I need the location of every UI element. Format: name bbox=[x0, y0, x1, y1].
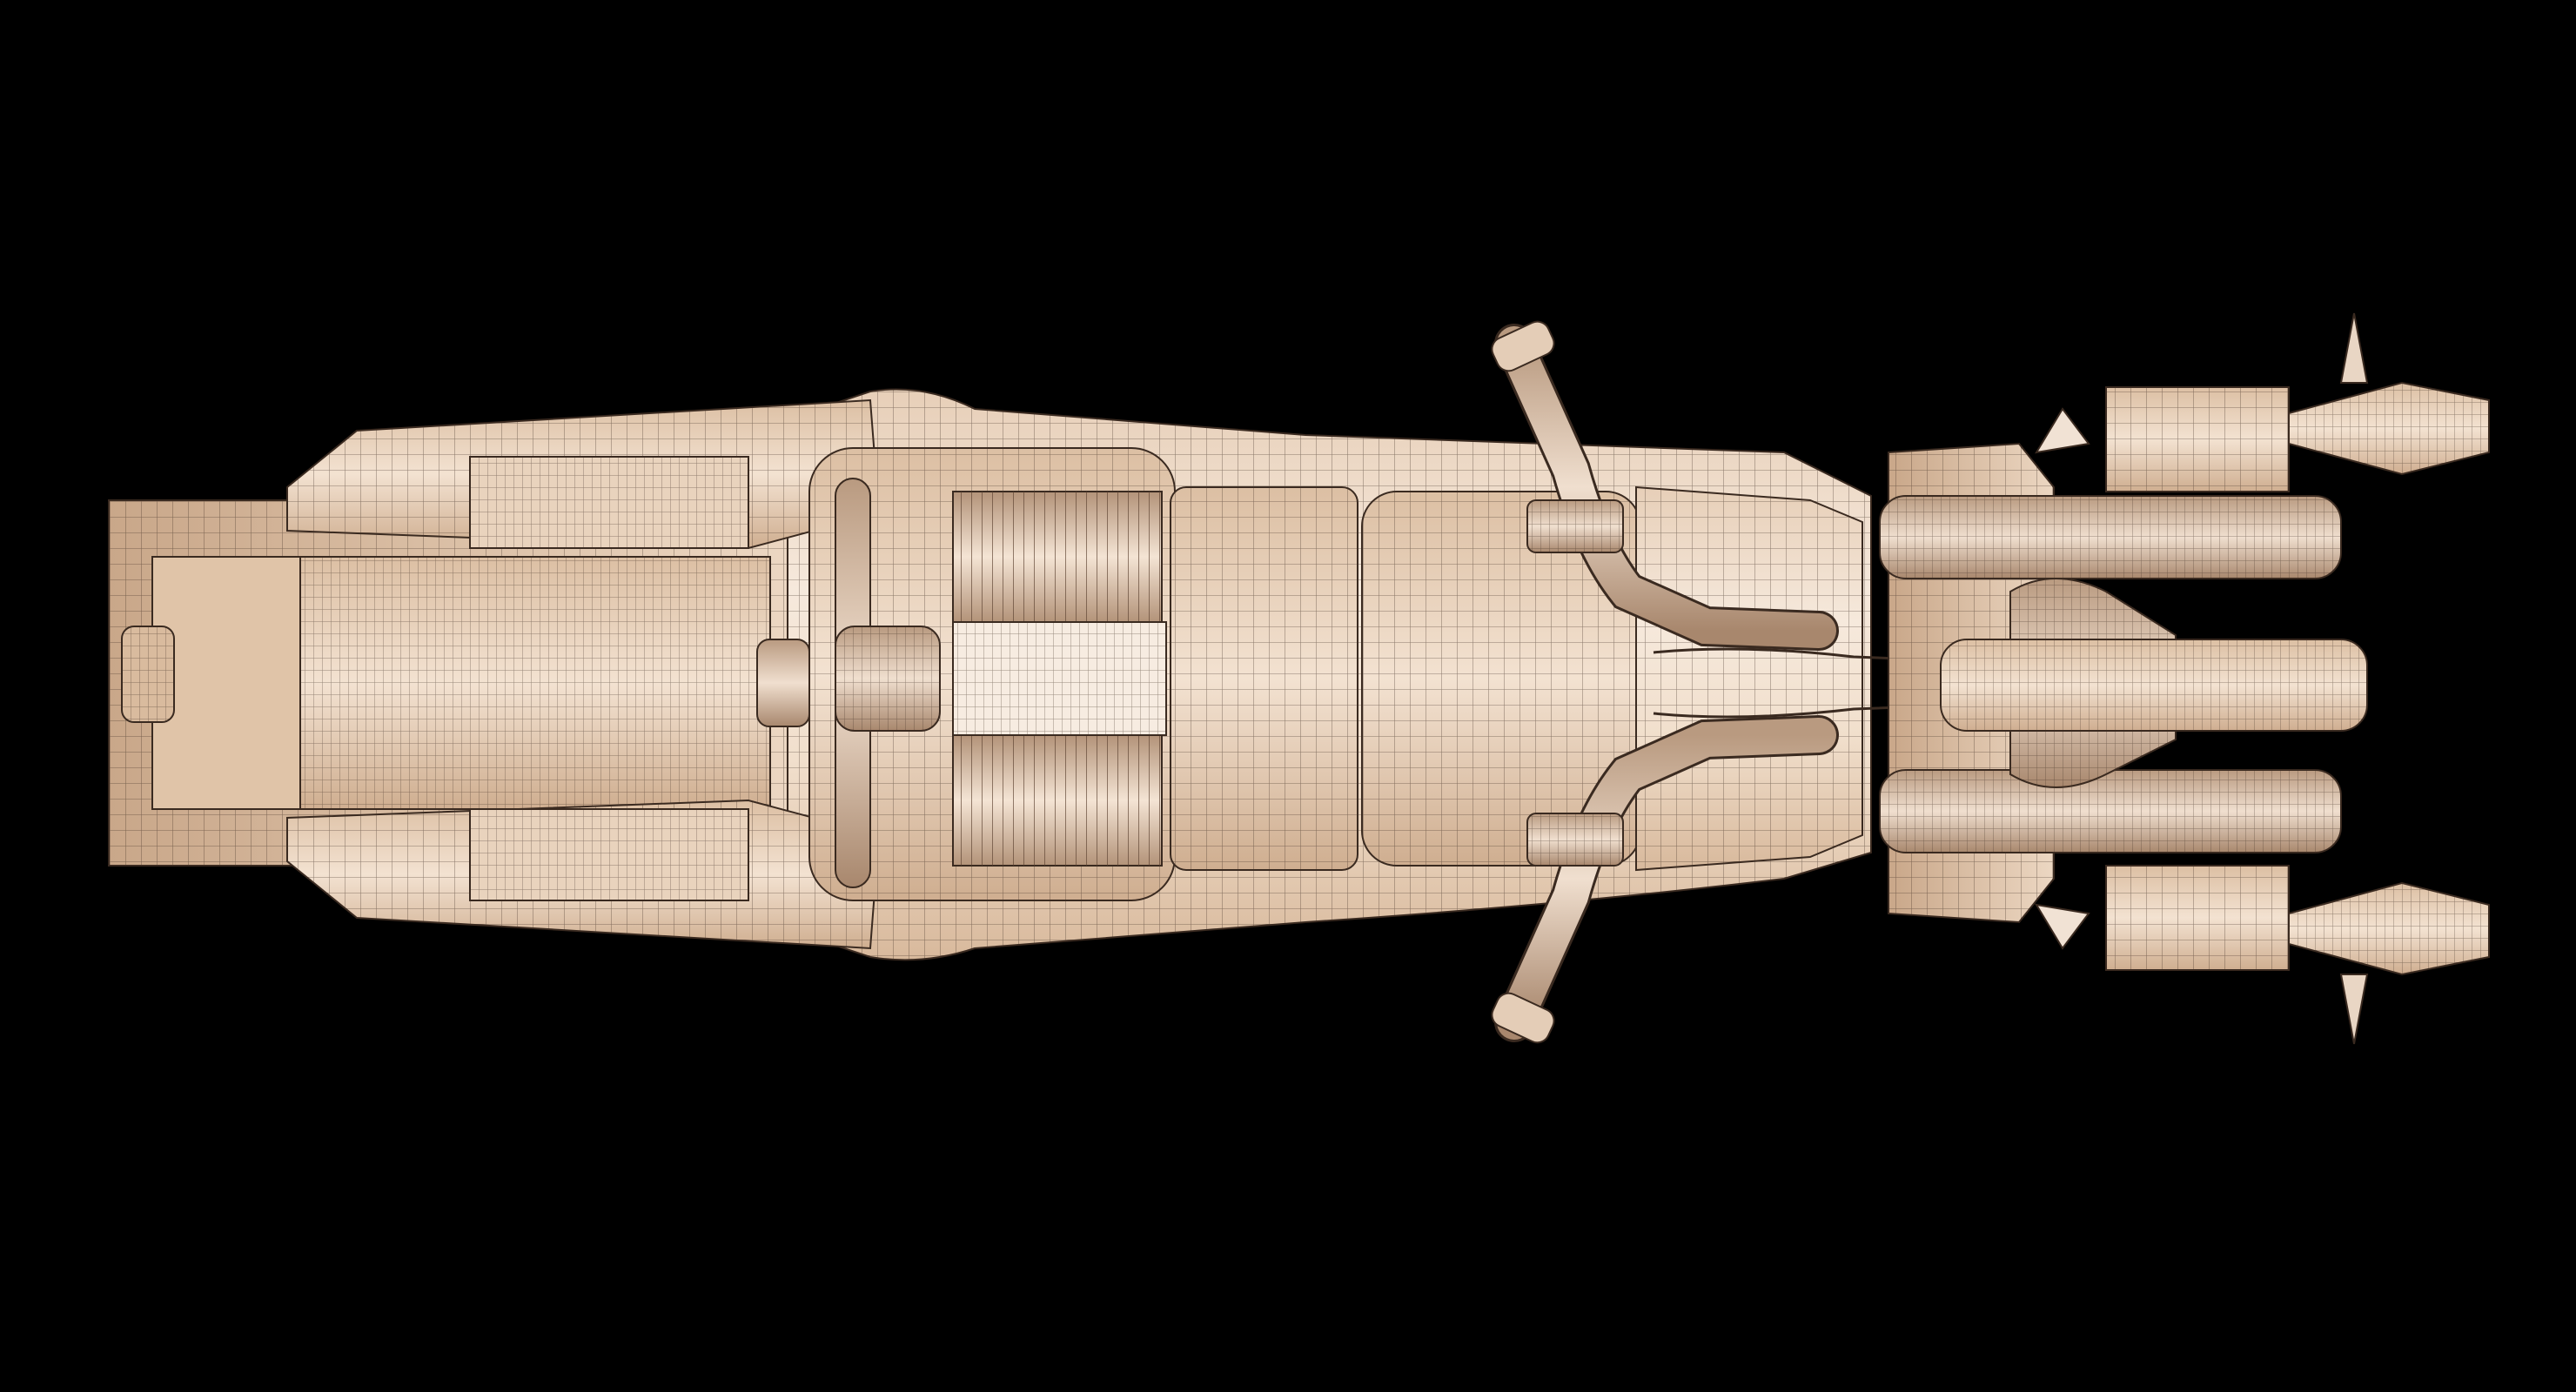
fuel-tank bbox=[1635, 485, 1863, 872]
seat-rear bbox=[1170, 486, 1358, 871]
engine-fins-lower bbox=[952, 734, 1163, 867]
handlebar-upper bbox=[1491, 320, 1839, 651]
upper-rear-fender bbox=[286, 398, 881, 550]
fork-arm-upper bbox=[1879, 495, 2342, 579]
fork-arm-lower bbox=[1879, 769, 2342, 853]
lower-rear-fender bbox=[286, 799, 881, 950]
control-cables bbox=[1653, 647, 1968, 719]
tail-connector bbox=[756, 639, 810, 727]
front-center-bar bbox=[1940, 639, 2368, 732]
engine-core bbox=[952, 621, 1167, 736]
seat-front bbox=[1361, 491, 1641, 867]
engine-fins-upper bbox=[952, 491, 1163, 623]
front-pod-upper bbox=[2035, 312, 2490, 492]
rear-tail-block bbox=[108, 499, 788, 867]
handlebar-lower bbox=[1491, 715, 1839, 1044]
front-pod-lower bbox=[2035, 865, 2490, 1045]
